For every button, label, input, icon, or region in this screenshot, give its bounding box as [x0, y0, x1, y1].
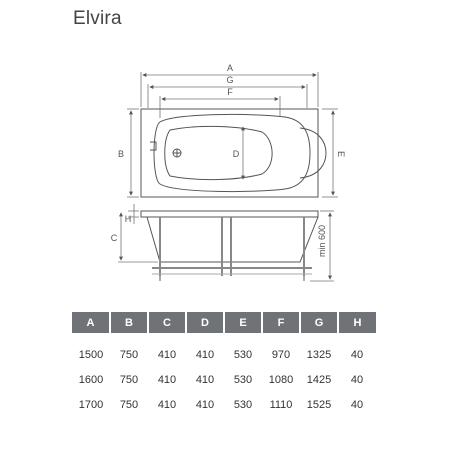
- column-header-d: D: [186, 312, 225, 333]
- table-cell: 410: [157, 398, 177, 411]
- table-cell: 1700: [78, 398, 104, 411]
- table-cell: 1425: [306, 373, 332, 386]
- bathtub-dimension-drawing: A G F B D E H C: [111, 63, 346, 282]
- tub-inner-basin: [153, 113, 311, 193]
- model-title: Elvira: [73, 8, 122, 29]
- dimensions-table: A B C D E F G H 1500 750 410 410 530 970…: [72, 312, 376, 417]
- column-header-a: A: [72, 312, 111, 333]
- table-cell: 750: [119, 348, 139, 361]
- table-cell: 410: [157, 348, 177, 361]
- label-a: A: [227, 63, 233, 73]
- table-cell: 530: [233, 373, 253, 386]
- side-view: [140, 210, 319, 281]
- label-d: D: [233, 149, 240, 159]
- table-cell: 40: [350, 373, 364, 386]
- table-cell: 750: [119, 398, 139, 411]
- side-rim: [140, 210, 319, 218]
- label-c: C: [111, 233, 118, 243]
- table-cell: 1325: [306, 348, 332, 361]
- table-cell: 1110: [269, 398, 293, 411]
- table-cell: 410: [157, 373, 177, 386]
- column-header-e: E: [224, 312, 263, 333]
- tub-handle-left: [150, 141, 157, 151]
- table-cell: 1600: [78, 373, 104, 386]
- table-row: 1500 750 410 410 530 970 1325 40: [72, 342, 376, 367]
- table-cell: 970: [271, 348, 291, 361]
- table-cell: 750: [119, 373, 139, 386]
- column-header-g: G: [300, 312, 339, 333]
- tub-outer-rim: [140, 108, 319, 198]
- table-cell: 410: [195, 398, 215, 411]
- side-view-dimension-labels: H C min 600: [111, 214, 327, 257]
- top-view-dimensions: [127, 72, 338, 198]
- table-cell: 1080: [268, 373, 294, 386]
- tub-seat-contour: [164, 125, 273, 181]
- label-e: E: [336, 151, 346, 157]
- top-view-dimension-labels: A G F B D E: [118, 63, 346, 159]
- side-body: [146, 216, 319, 263]
- table-cell: 1525: [306, 398, 332, 411]
- label-h: H: [125, 214, 132, 224]
- column-header-c: C: [148, 312, 187, 333]
- top-view: [140, 108, 327, 198]
- label-f: F: [227, 87, 233, 97]
- column-header-h: H: [338, 312, 376, 333]
- tub-headrest: [299, 127, 327, 179]
- column-header-f: F: [262, 312, 301, 333]
- table-cell: 410: [195, 373, 215, 386]
- label-g: G: [226, 75, 233, 85]
- label-b: B: [118, 149, 124, 159]
- table-row: 1700 750 410 410 530 1110 1525 40: [72, 392, 376, 417]
- table-cell: 40: [350, 348, 364, 361]
- table-cell: 40: [350, 398, 364, 411]
- table-cell: 410: [195, 348, 215, 361]
- table-cell: 530: [233, 398, 253, 411]
- label-min-height: min 600: [317, 225, 327, 257]
- table-header-row: A B C D E F G H: [72, 312, 376, 333]
- side-view-dimensions: [118, 204, 334, 282]
- column-header-b: B: [110, 312, 149, 333]
- table-cell: 530: [233, 348, 253, 361]
- table-cell: 1500: [78, 348, 104, 361]
- table-row: 1600 750 410 410 530 1080 1425 40: [72, 367, 376, 392]
